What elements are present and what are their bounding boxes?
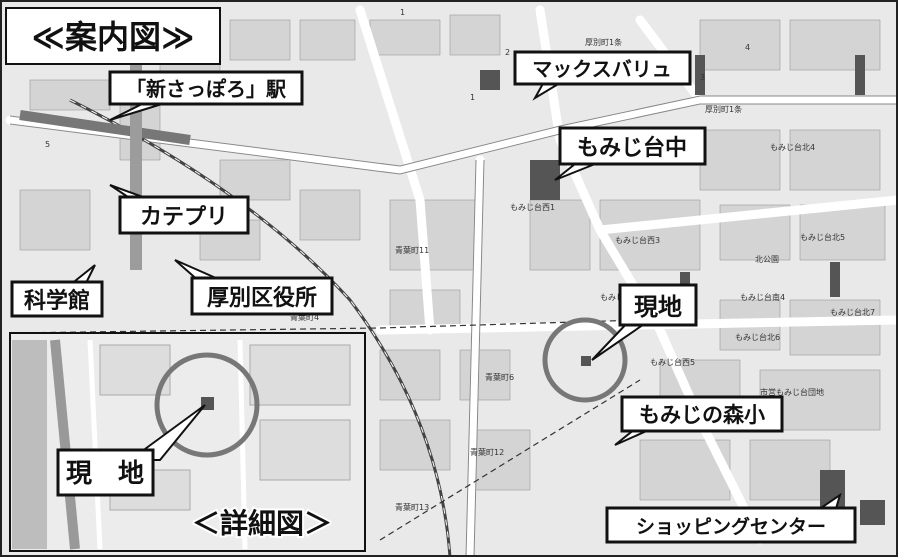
place-label: 北公園	[755, 255, 779, 264]
map-title: ≪案内図≫	[31, 18, 194, 56]
place-label: 青葉町13	[395, 502, 429, 512]
place-label: 2	[505, 48, 510, 57]
place-label: 1	[400, 8, 405, 17]
inset-title: ＜詳細図＞	[192, 507, 332, 540]
place-label: もみじ台北5	[800, 232, 845, 242]
place-label: 5	[45, 140, 50, 149]
site-marker-circle	[542, 317, 628, 403]
place-label: もみじ台西1	[510, 202, 555, 212]
kagakukan-callout	[10, 280, 104, 318]
place-label: 青葉町11	[395, 245, 429, 255]
shopping-center-label: ショッピングセンター	[636, 515, 826, 538]
place-label: 厚別町1条	[705, 104, 742, 114]
place-label: もみじ台北4	[770, 142, 815, 152]
katepuri-label: カテプリ	[140, 205, 228, 230]
place-label: もみじ台西3	[615, 235, 660, 245]
small-place-labels: 厚別町1条 厚別町1条 もみじ台西1 もみじ台北4 もみじ台北5 青葉町11 青…	[45, 8, 875, 512]
place-label: 1	[470, 93, 475, 102]
momijidai-jh-label: もみじ台中	[577, 135, 687, 161]
ward-office-callout	[190, 276, 334, 316]
shopping-center-callout	[605, 506, 857, 544]
place-label: 厚別町1条	[585, 37, 622, 47]
katepuri-callout	[118, 195, 250, 235]
maxvalu-label: マックスバリュ	[532, 57, 671, 81]
place-label: 青葉町12	[470, 447, 504, 457]
kagakukan-label: 科学館	[24, 288, 90, 314]
title-box	[5, 7, 221, 65]
place-label: 4	[745, 43, 750, 52]
inset-site-label-box	[56, 448, 155, 497]
inset-site-label: 現 地	[66, 459, 144, 489]
place-label: 青葉町6	[485, 372, 514, 382]
momiji-no-mori-label: もみじの森小	[639, 403, 765, 427]
place-label: もみじ台北7	[830, 307, 875, 317]
station-callout	[108, 70, 304, 106]
site-label: 現地	[634, 293, 682, 321]
site-marker	[581, 356, 591, 366]
place-label: もみじ台西5	[650, 357, 695, 367]
momijidai-jh-callout	[558, 126, 707, 166]
place-label: 青葉町4	[290, 312, 319, 322]
momiji-no-mori-callout	[620, 395, 784, 433]
site-callout	[618, 283, 698, 327]
inset-detail-map: 現 地 ＜詳細図＞	[9, 332, 366, 552]
place-label: 3	[700, 73, 705, 82]
ward-office-label: 厚別区役所	[207, 286, 317, 311]
maxvalu-callout	[513, 50, 692, 86]
place-label: 市営もみじ台団地	[760, 387, 824, 397]
place-label: もみじ台南4	[740, 292, 785, 302]
place-label: もみじ台北6	[735, 332, 780, 342]
callouts: 「新さっぽろ」駅 マックスバリュ もみじ台中 カテプリ 科学館 厚別区役所 現地…	[10, 50, 857, 544]
station-label: 「新さっぽろ」駅	[126, 77, 286, 101]
